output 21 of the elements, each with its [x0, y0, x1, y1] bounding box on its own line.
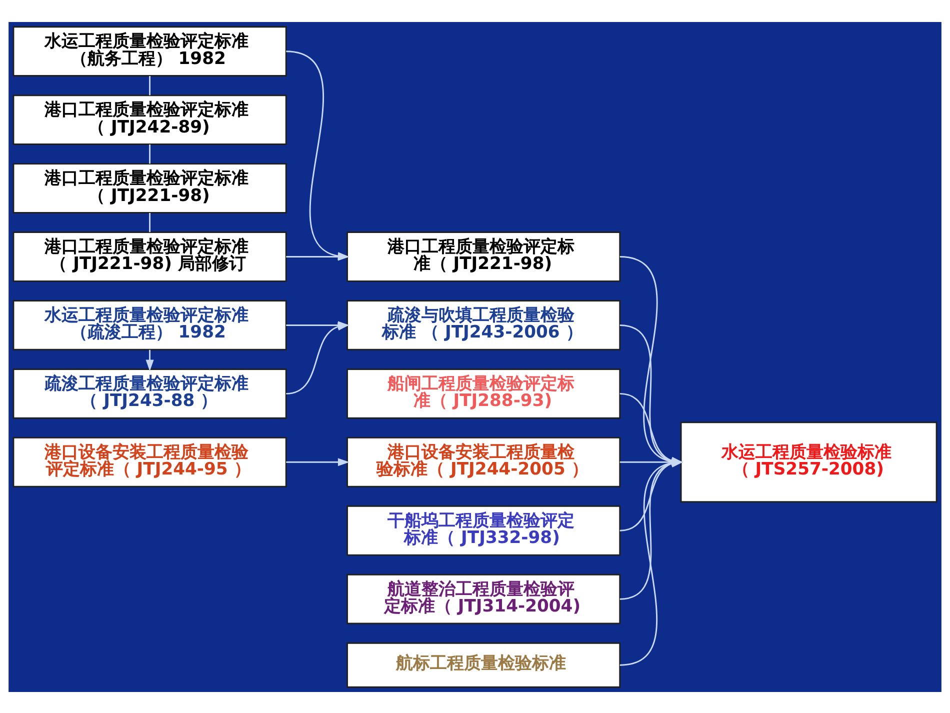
node-box: 港口设备安装工程质量检验评定标准（ JTJ244-95 ）: [12, 436, 287, 487]
node-box: 疏浚工程质量检验评定标准（ JTJ243-88 ）: [12, 368, 287, 418]
node-box: 水运工程质量检验评定标准（疏浚工程） 1982: [12, 300, 287, 350]
node-box: 疏浚与吹填工程质量检验标准 （ JTJ243-2006 ）: [346, 300, 621, 350]
node-box: 干船坞工程质量检验评定标准（ JTJ332-98): [346, 504, 621, 556]
node-box: 航道整治工程质量检验评定标准（ JTJ314-2004): [346, 573, 621, 624]
connector: [149, 212, 151, 232]
node-box: 水运工程质量检验标准（ JTS257-2008): [680, 421, 938, 502]
connector: [149, 144, 151, 164]
arrow: [286, 458, 350, 466]
connector: [149, 76, 151, 95]
node-box: 水运工程质量检验评定标准（航务工程） 1982: [12, 26, 287, 76]
node-box: 港口设备安装工程质量检验标准（ JTJ244-2005 ）: [346, 436, 621, 487]
node-box: 港口工程质量检验评定标准（ JTJ221-98): [12, 162, 287, 213]
node-box: 港口工程质量检验评定标准（ JTJ221-98): [346, 231, 621, 282]
node-box: 航标工程质量检验标准: [346, 642, 621, 688]
node-box: 港口工程质量检验评定标准（ JTJ221-98) 局部修订: [12, 231, 287, 282]
node-box: 港口工程质量检验评定标准（ JTJ242-89): [12, 94, 287, 144]
node-box: 船闸工程质量检验评定标准（ JTJ288-93): [346, 368, 621, 418]
arrow: [146, 349, 154, 371]
arrow: [286, 322, 350, 394]
